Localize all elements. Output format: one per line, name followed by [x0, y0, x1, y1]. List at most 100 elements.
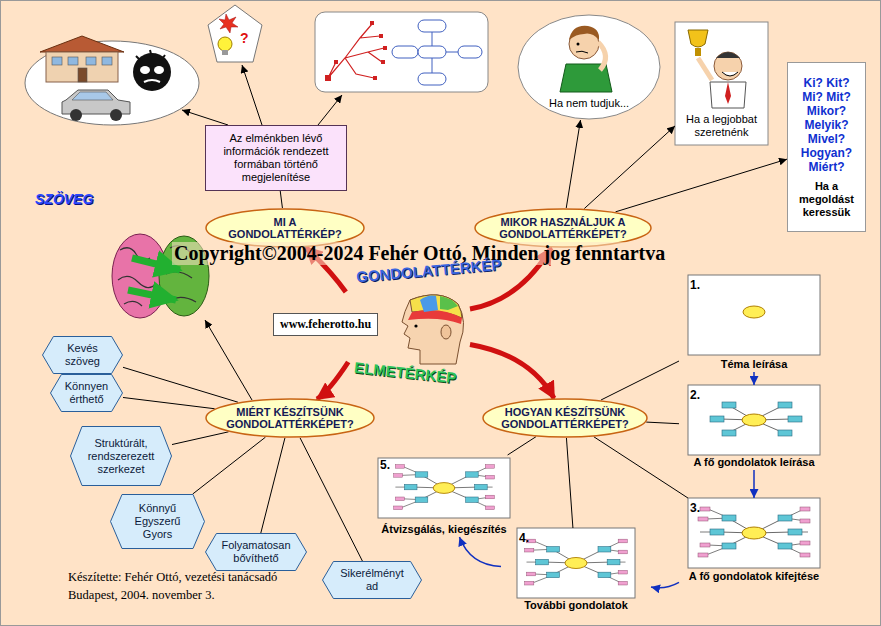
connector-line: [566, 120, 580, 208]
node-text: Könnyen érthető: [59, 380, 114, 406]
house-car-picture: [25, 41, 199, 125]
connector-line: [601, 361, 679, 400]
node-outline: [111, 495, 205, 549]
node-text: Az elménkben lévő információk rendezett …: [211, 132, 341, 184]
house-car-picture: [52, 57, 62, 65]
topic-ellipse: HOGYAN KÉSZÍTSÜNK GONDOLATTÉRKÉPET?: [482, 398, 648, 438]
leader-arrow: [318, 95, 342, 125]
winner-person-picture: [716, 52, 740, 58]
node-text: Ki? Kit? Mi? Mit? Mikor? Melyik? Mivel? …: [796, 76, 858, 174]
tree-diagram-picture: [446, 52, 458, 53]
head-picture: [408, 310, 462, 324]
node-subtext: Ha a megoldást keressük: [797, 180, 857, 219]
winner-person-picture: [695, 48, 701, 56]
step-caption: További gondolatok: [501, 599, 651, 611]
tree-diagram-picture: [334, 60, 338, 64]
step-frame: [688, 385, 820, 455]
node-content: Könnyen érthető: [50, 374, 123, 412]
tree-diagram-picture: [373, 76, 377, 80]
step-number: 5.: [380, 458, 390, 472]
picture-box: Ha a legjobbat szeretnénk: [675, 22, 768, 145]
house-car-picture: [154, 66, 164, 74]
house-car-picture: [72, 92, 113, 100]
tree-diagram-picture: [381, 60, 385, 64]
tree-diagram-picture: [315, 12, 488, 92]
mini-mind-map: [698, 507, 810, 557]
reason-hexagon: Sikerélményt ad: [322, 561, 422, 599]
reason-hexagon: Struktúrált, rendszerezett szerkezet: [70, 426, 172, 486]
connector-line: [193, 437, 266, 494]
brain-picture: [128, 290, 176, 300]
node-text: MIKOR HASZNÁLJUK A GONDOLATTÉRKÉPET?: [488, 216, 638, 240]
idea-pentagon: [219, 14, 238, 33]
idea-pentagon: [208, 5, 262, 62]
leader-arrow: [242, 65, 262, 125]
node-content: Struktúrált, rendszerezett szerkezet: [70, 426, 172, 486]
node-content: Folyamatosan bővíthető: [205, 533, 307, 571]
house-car-picture: [68, 57, 78, 65]
node-content: Ha a legjobbat szeretnénk: [675, 22, 768, 145]
mini-mind-map: [710, 402, 802, 436]
tree-diagram-picture: [418, 46, 446, 58]
node-text: MIÉRT KÉSZÍTSÜNK GONDOLATTÉRKÉPET?: [220, 406, 360, 430]
sequence-arrow: [651, 582, 679, 588]
idea-pentagon: [208, 5, 262, 62]
step-box: 4.További gondolatok: [501, 528, 651, 613]
head-picture: [420, 296, 438, 313]
step-box: 5. Átvizsgálás, kiegészítés: [369, 455, 519, 537]
node-text: Ha nem tudjuk...: [549, 97, 629, 110]
node-content: Ha nem tudjuk...: [518, 15, 660, 120]
node-content: HOGYAN KÉSZÍTSÜNK GONDOLATTÉRKÉPET?: [482, 398, 648, 438]
node-text: Sikerélményt ad: [334, 567, 410, 593]
puzzled-person-picture: [518, 15, 660, 119]
step-caption: Átvizsgálás, kiegészítés: [369, 523, 519, 535]
reason-hexagon: Kevés szöveg: [42, 336, 123, 374]
main-branch-arrow: [317, 362, 348, 399]
step-frame: [378, 458, 510, 518]
tree-diagram-picture: [325, 21, 387, 81]
puzzled-person-picture: [576, 51, 588, 53]
connector-line: [616, 159, 787, 212]
step-box: 3.A fő gondolatok kifejtése: [679, 498, 829, 584]
step-box: 1.Téma leírása: [679, 275, 829, 372]
connector-line: [584, 126, 675, 209]
connector-line: [261, 438, 285, 533]
step-number: 1.: [690, 278, 700, 292]
node-content: Kevés szöveg: [42, 336, 123, 374]
node-text: Könnyű Egyszerű Gyors: [122, 502, 193, 541]
definition-box: Az elménkben lévő információk rendezett …: [205, 125, 347, 191]
question-box: Ki? Kit? Mi? Mit? Mikor? Melyik? Mivel? …: [787, 62, 866, 232]
step-number: 3.: [690, 501, 700, 515]
node-content: Sikerélményt ad: [322, 561, 422, 599]
step-number: 2.: [690, 388, 700, 402]
house-car-picture: [78, 68, 87, 82]
winner-person-picture: [714, 52, 742, 80]
node-text: Folyamatosan bővíthető: [217, 539, 295, 565]
winner-person-picture: [675, 22, 768, 145]
house-car-picture: [110, 109, 122, 121]
connector-line: [300, 438, 362, 561]
central-node: www.feherotto.hu: [272, 292, 470, 362]
house-car-picture: [144, 80, 160, 82]
tree-diagram-picture: [370, 21, 374, 25]
puzzled-person-picture: [569, 26, 599, 40]
idea-pentagon: [222, 50, 228, 55]
node-content: Könnyű Egyszerű Gyors: [110, 494, 205, 549]
question-mark: ?: [240, 30, 249, 46]
node-text: www.feherotto.hu: [273, 313, 378, 336]
tree-diagram-picture: [328, 24, 384, 78]
house-car-picture: [46, 52, 118, 82]
house-car-picture: [140, 66, 150, 74]
idea-pentagon: [218, 37, 232, 51]
puzzled-person-picture: [598, 42, 606, 70]
tree-diagram-picture: [392, 46, 418, 58]
node-outline: [43, 337, 123, 374]
winner-person-picture: [688, 30, 708, 47]
connector-line: [280, 191, 282, 208]
head-picture: [441, 325, 451, 339]
picture-ellipse: Ha nem tudjuk...: [518, 15, 660, 120]
mini-mind-map: [525, 539, 628, 585]
head-picture: [414, 324, 417, 327]
tree-diagram-picture: [418, 73, 446, 85]
